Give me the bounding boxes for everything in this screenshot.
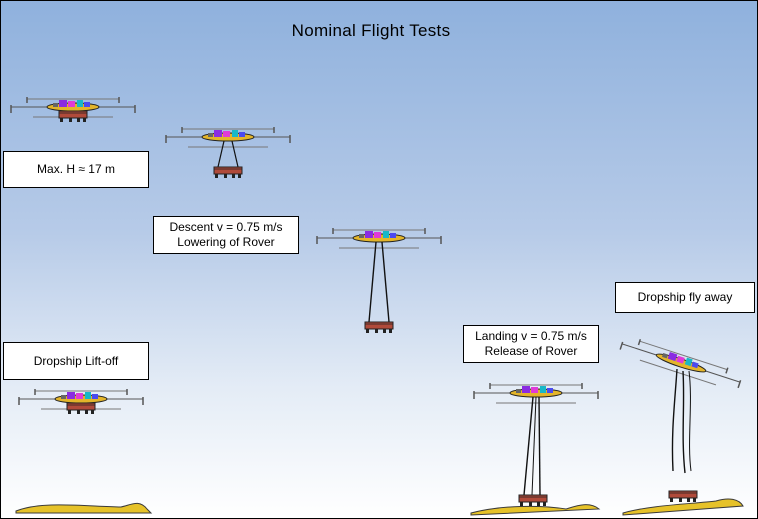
released-tether-2 [682, 370, 686, 474]
max-height-text: Max. H ≈ 17 m [37, 162, 115, 176]
dropship-liftoff [18, 388, 144, 415]
dropship-lowering-start [165, 126, 291, 179]
dropship-lowering-rover [316, 227, 442, 334]
landing-speed-text: Landing v = 0.75 m/s [475, 329, 587, 343]
dropship-hover-high [10, 96, 136, 123]
fly-away-label: Dropship fly away [615, 282, 755, 313]
max-height-label: Max. H ≈ 17 m [3, 151, 149, 188]
ground-patch-left [15, 502, 153, 514]
landing-label: Landing v = 0.75 m/s Release of Rover [463, 325, 599, 363]
slide-title: Nominal Flight Tests [291, 21, 451, 40]
ground-patch-right [622, 498, 744, 516]
descent-action-text: Lowering of Rover [177, 235, 275, 249]
liftoff-text: Dropship Lift-off [33, 353, 119, 368]
released-tether-3 [688, 370, 692, 472]
liftoff-label: Dropship Lift-off [3, 342, 149, 380]
dropship-landing [473, 382, 599, 507]
dropship-fly-away [618, 333, 744, 393]
released-rover [668, 490, 698, 503]
descent-label: Descent v = 0.75 m/s Lowering of Rover [153, 216, 299, 254]
landing-action-text: Release of Rover [484, 344, 578, 358]
released-tether-1 [671, 368, 678, 472]
descent-speed-text: Descent v = 0.75 m/s [169, 220, 283, 234]
ground-patch-center [470, 504, 601, 516]
fly-away-text: Dropship fly away [637, 290, 733, 304]
